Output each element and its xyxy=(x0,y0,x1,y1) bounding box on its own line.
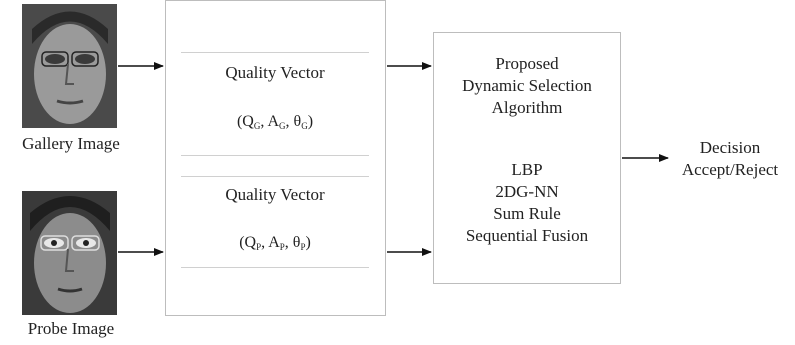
gallery-image-label: Gallery Image xyxy=(22,134,120,153)
algorithm-heading-line-2: Dynamic Selection xyxy=(462,76,592,95)
probe-quality-vector-title: Quality Vector xyxy=(225,185,325,204)
gallery-quality-vector-formula: (QG, AG, θG) xyxy=(236,113,314,131)
algorithm-heading-line-1: Proposed xyxy=(495,54,559,73)
probe-quality-vector: Quality Vector (QP, AP, θP) xyxy=(181,176,369,268)
dynamic-selection-algorithm-box: Proposed Dynamic Selection Algorithm LBP… xyxy=(433,32,621,284)
accept-reject-label: Accept/Reject xyxy=(681,160,779,179)
probe-face-icon xyxy=(22,191,117,315)
method-lbp: LBP xyxy=(511,160,543,179)
gallery-face-image xyxy=(22,4,117,128)
probe-quality-vector-formula: (QP, AP, θP) xyxy=(239,234,311,252)
method-2dg-nn: 2DG-NN xyxy=(495,182,559,201)
algorithm-heading-line-3: Algorithm xyxy=(491,98,563,117)
method-sequential-fusion: Sequential Fusion xyxy=(465,226,589,245)
probe-face-image xyxy=(22,191,117,315)
gallery-face-icon xyxy=(22,4,117,128)
gallery-quality-vector: Quality Vector (QG, AG, θG) xyxy=(181,52,369,156)
decision-label: Decision xyxy=(699,138,761,157)
gallery-quality-vector-title: Quality Vector xyxy=(225,63,325,82)
probe-image-label: Probe Image xyxy=(27,319,115,338)
method-sum-rule: Sum Rule xyxy=(493,204,561,223)
